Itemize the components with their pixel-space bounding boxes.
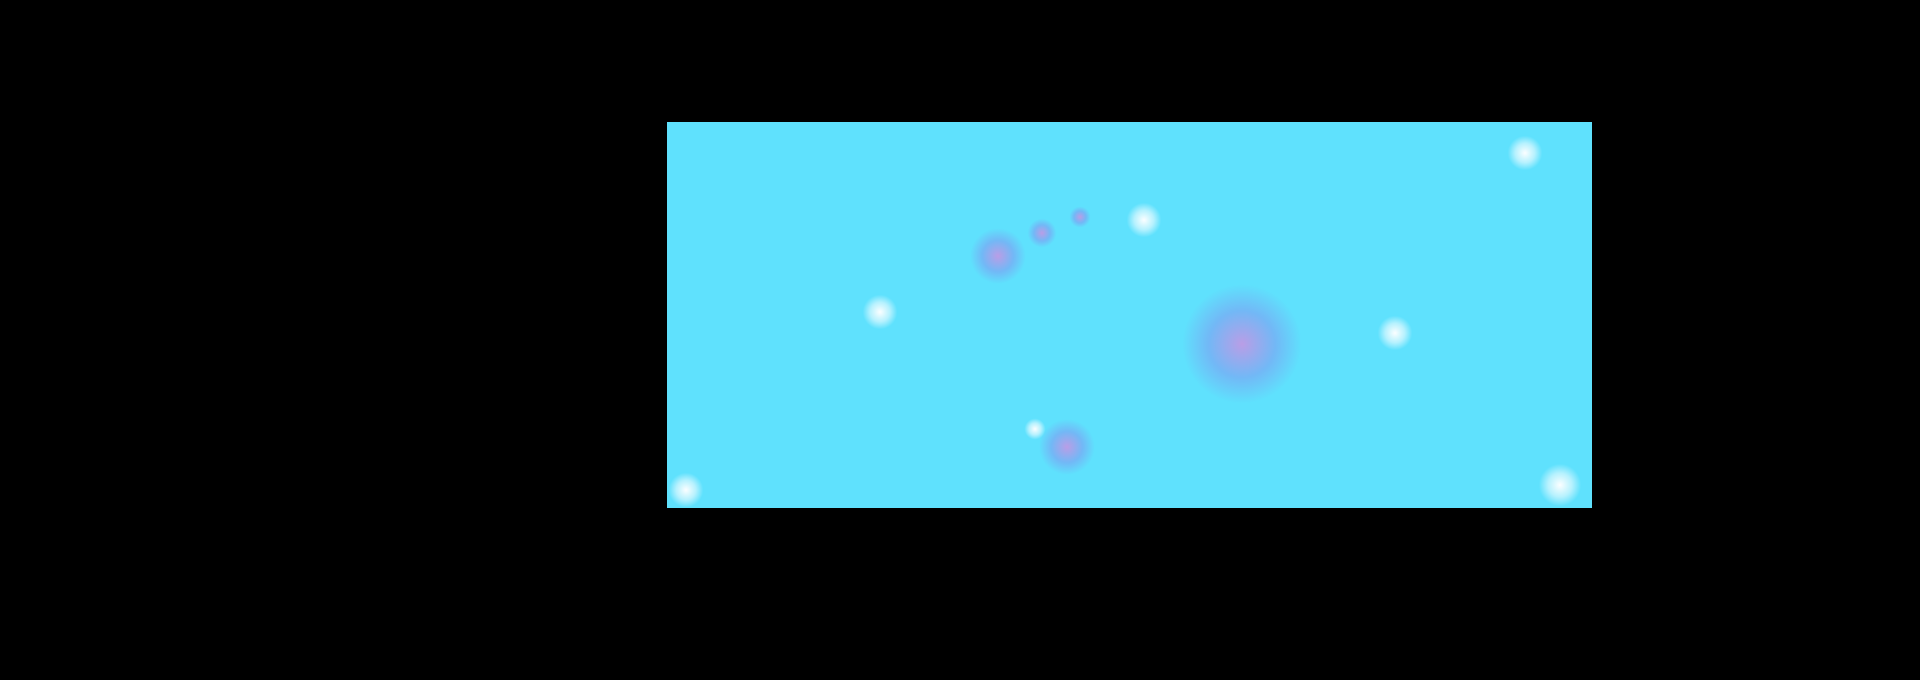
purple-cell[interactable] [1038, 418, 1096, 476]
purple-cell[interactable] [969, 227, 1027, 285]
white-particle[interactable] [1377, 315, 1413, 351]
white-particle[interactable] [668, 472, 704, 508]
purple-cell[interactable] [1026, 217, 1058, 249]
white-particle[interactable] [862, 294, 898, 330]
purple-cell[interactable] [1180, 282, 1304, 406]
purple-cell[interactable] [1069, 206, 1091, 228]
play-field[interactable] [667, 122, 1592, 508]
white-particle[interactable] [1507, 135, 1543, 171]
white-particle[interactable] [1538, 463, 1582, 507]
white-particle[interactable] [1126, 202, 1162, 238]
